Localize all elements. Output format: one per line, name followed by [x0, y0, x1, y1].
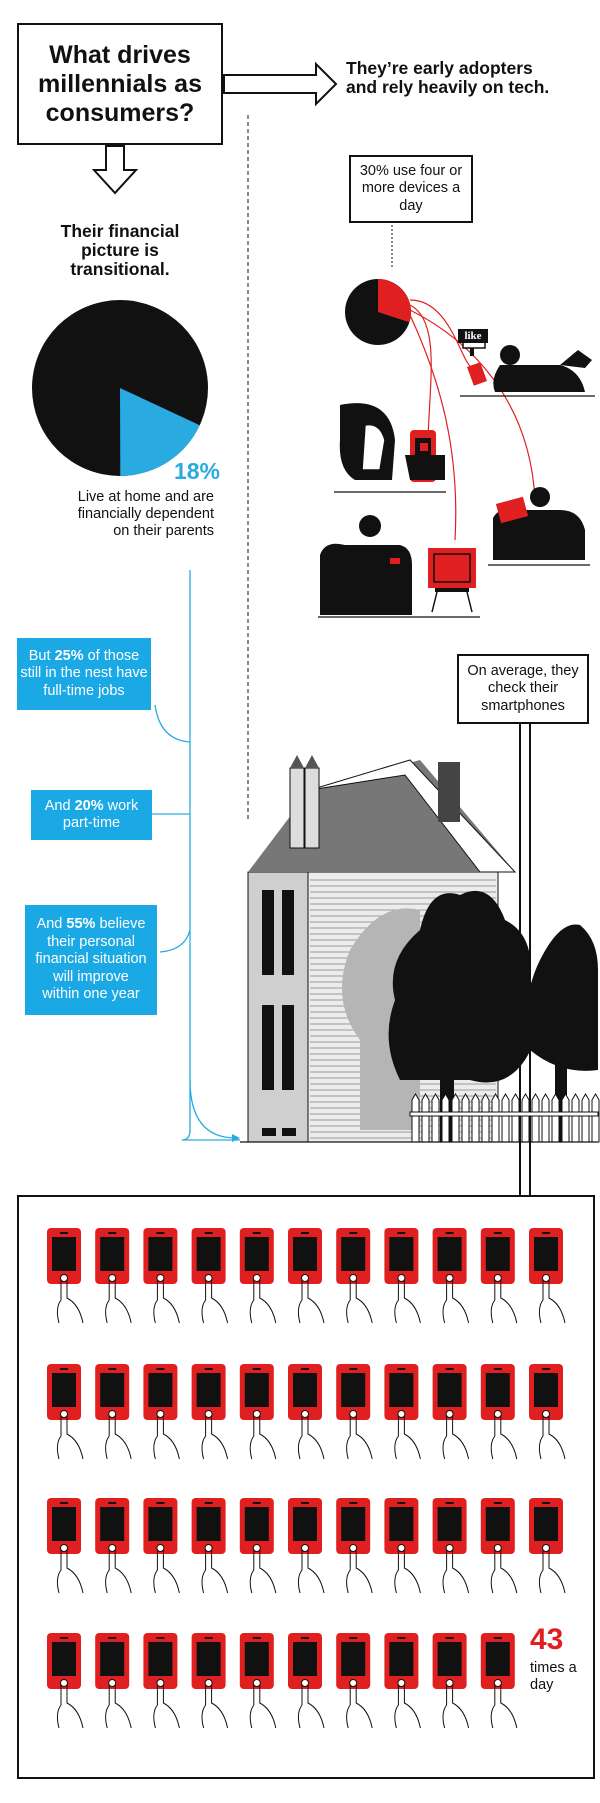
smartphone-check-unit: times a day [530, 1660, 577, 1693]
smartphone-icon [239, 1228, 277, 1324]
smartphone-icon [529, 1364, 566, 1460]
smartphone-icon [143, 1633, 180, 1729]
smartphone-tally-box [17, 1195, 595, 1779]
tech-heading: They’re early adopters and rely heavily … [346, 58, 550, 97]
smartphone-icon [47, 1364, 84, 1460]
smartphone-icon [191, 1498, 229, 1594]
smartphone-icon [384, 1364, 421, 1460]
smartphone-icon [95, 1498, 132, 1594]
smartphones-callout: On average, they check their smartphones [457, 654, 589, 724]
smartphone-icon [336, 1498, 373, 1594]
fact-box-optimism: And 55% believe their personal financial… [25, 905, 157, 1015]
smartphone-icon [47, 1228, 84, 1324]
fact-percent: 20% [74, 797, 104, 814]
person-with-phone-icon [334, 403, 446, 493]
fact-percent: 25% [54, 647, 84, 664]
smartphone-icon [384, 1633, 421, 1729]
smartphone-icon [47, 1498, 84, 1594]
smartphone-icon [288, 1498, 325, 1594]
devices-pie-slice [378, 279, 411, 323]
person-with-laptop-icon [488, 487, 590, 566]
smartphone-icon [529, 1498, 566, 1594]
smartphone-icon [95, 1228, 132, 1324]
pie-percent-label: 18% [173, 458, 220, 484]
page-title: What drives millennials as consumers? [38, 40, 202, 127]
smartphone-icon [239, 1633, 277, 1729]
smartphone-icon [143, 1498, 180, 1594]
smartphone-icon [432, 1498, 470, 1594]
smartphone-icon [336, 1228, 373, 1324]
smartphone-icon [384, 1228, 421, 1324]
fact-box-part-time: And 20% work part-time [31, 790, 152, 840]
smartphone-icon [95, 1364, 132, 1460]
smartphone-icon [480, 1633, 518, 1729]
smartphone-icon [47, 1633, 84, 1729]
down-arrow [91, 145, 139, 195]
smartphone-icon [480, 1364, 518, 1460]
fact-box-full-time: But 25% of those still in the nest have … [17, 638, 151, 710]
title-box: What drives millennials as consumers? [17, 23, 223, 145]
smartphone-icon [95, 1633, 132, 1729]
smartphone-icon [432, 1364, 470, 1460]
smartphone-icon [191, 1364, 229, 1460]
blue-connector-line [181, 570, 240, 1141]
smartphone-icon [191, 1228, 229, 1324]
smartphone-icon [336, 1364, 373, 1460]
financial-heading: Their financial picture is transitional. [60, 221, 180, 279]
person-watching-tv-icon [318, 515, 480, 618]
smartphone-icon [143, 1364, 180, 1460]
smartphone-icon [432, 1633, 470, 1729]
smartphone-icon [384, 1498, 421, 1594]
smartphone-icon [432, 1228, 470, 1324]
smartphone-icon [239, 1364, 277, 1460]
devices-callout: 30% use four or more devices a day [349, 155, 473, 223]
smartphone-check-count: 43 [530, 1623, 564, 1656]
smartphone-icon [480, 1228, 518, 1324]
fact-percent: 55% [66, 916, 96, 933]
smartphone-icon [191, 1633, 229, 1729]
smartphone-icon [480, 1498, 518, 1594]
smartphone-icon [143, 1228, 180, 1324]
smartphone-icon [288, 1364, 325, 1460]
smartphone-icon [239, 1498, 277, 1594]
right-arrow [223, 61, 338, 107]
smartphone-icon [288, 1228, 325, 1324]
like-label: like [458, 329, 488, 343]
smartphone-icon [529, 1228, 566, 1324]
smartphone-icon [288, 1633, 325, 1729]
pie-caption: Live at home and are financially depende… [77, 489, 214, 539]
smartphone-icon [336, 1633, 373, 1729]
pie-slice-18 [120, 388, 200, 476]
